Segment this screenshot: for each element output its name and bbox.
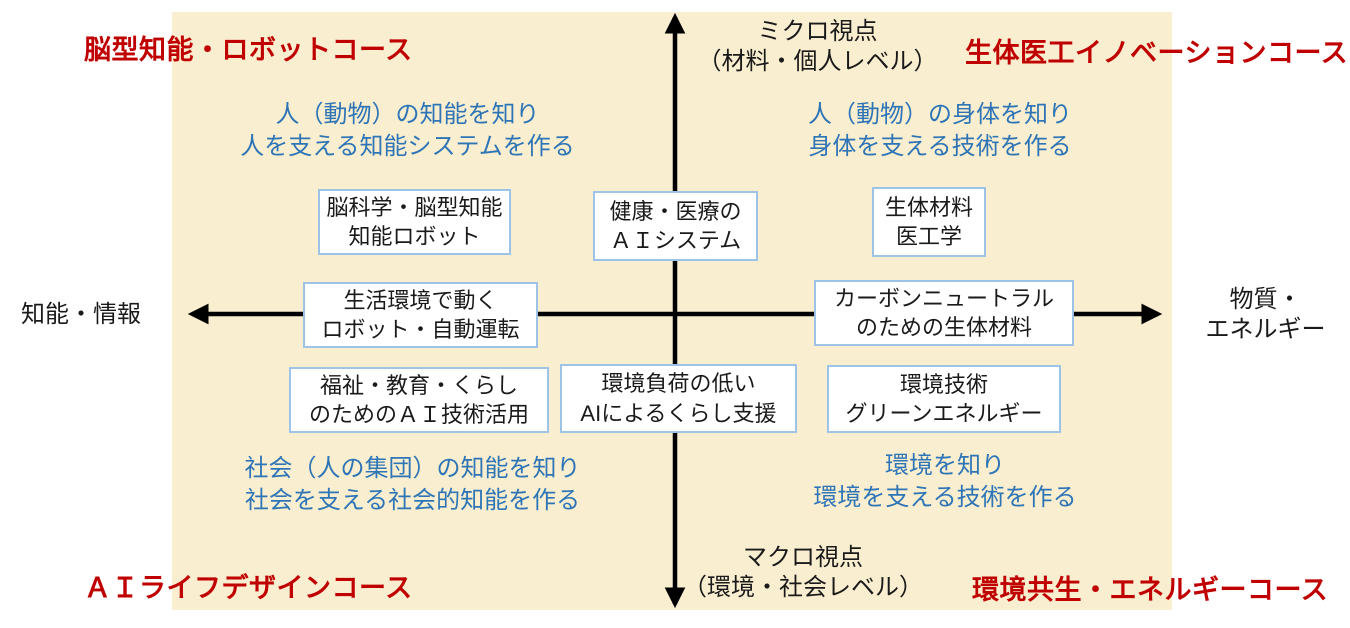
topic-box-health-ai-line2: ＡＩシステム <box>609 228 742 253</box>
topic-box-biomaterial-line2: 医工学 <box>895 224 962 249</box>
goal-bottom-right-line1: 環境を知り <box>885 452 1005 479</box>
goal-top-right-line2: 身体を支える技術を作る <box>808 132 1072 160</box>
axis-label-matter-energy: 物質・ エネルギー <box>1188 285 1343 345</box>
goal-top-left-line2: 人を支える知能システムを作る <box>240 132 575 160</box>
topic-box-health-ai-line1: 健康・医療の <box>609 198 742 224</box>
course-label-bottom-left: ＡＩライフデザインコース <box>84 573 413 603</box>
topic-box-welfare-ai-line1: 福祉・教育・くらし <box>319 372 518 398</box>
topic-box-carbon-neutral: カーボンニュートラル のための生体材料 <box>814 280 1074 346</box>
goal-bottom-left-line1: 社会（人の集団）の知能を知り <box>244 455 581 482</box>
axis-label-matter-energy-line1: 物質・ <box>1229 286 1302 313</box>
goal-top-right-line1: 人（動物）の身体を知り <box>808 101 1072 128</box>
course-label-top-left: 脳型知能・ロボットコース <box>84 35 413 65</box>
topic-box-biomaterial-line1: 生体材料 <box>884 194 973 220</box>
goal-top-left: 人（動物）の知能を知り 人を支える知能システムを作る <box>210 99 605 163</box>
topic-box-low-impact-ai-line1: 環境負荷の低い <box>601 371 756 397</box>
axis-label-intelligence: 知能・情報 <box>6 300 156 330</box>
goal-bottom-right-line2: 環境を支える技術を作る <box>813 483 1077 511</box>
topic-box-brain-robot-line2: 知能ロボット <box>348 224 481 249</box>
topic-box-living-robot-line1: 生活環境で動く <box>343 287 498 313</box>
axis-label-micro: ミクロ視点 （材料・個人レベル） <box>690 17 945 77</box>
axis-label-macro-line1: マクロ視点 <box>743 544 863 571</box>
axis-label-micro-line1: ミクロ視点 <box>757 18 878 45</box>
goal-top-left-line1: 人（動物）の知能を知り <box>275 101 540 128</box>
axis-label-macro-line2: （環境・社会レベル） <box>683 574 923 601</box>
topic-box-welfare-ai: 福祉・教育・くらし のためのＡＩ技術活用 <box>289 367 549 433</box>
axis-label-intelligence-line1: 知能・情報 <box>21 301 141 328</box>
goal-bottom-left: 社会（人の集団）の知能を知り 社会を支える社会的知能を作る <box>205 453 620 517</box>
axis-label-matter-energy-line2: エネルギー <box>1205 316 1326 343</box>
axis-label-micro-line2: （材料・個人レベル） <box>697 48 938 75</box>
topic-box-carbon-neutral-line1: カーボンニュートラル <box>833 285 1054 311</box>
goal-top-right: 人（動物）の身体を知り 身体を支える技術を作る <box>745 99 1135 163</box>
goal-bottom-left-line2: 社会を支える社会的知能を作る <box>244 486 581 514</box>
topic-box-living-robot-line2: ロボット・自動運転 <box>321 317 520 342</box>
topic-box-low-impact-ai-line2: AIによるくらし支援 <box>580 400 777 426</box>
course-label-bottom-right: 環境共生・エネルギーコース <box>972 575 1329 605</box>
topic-box-biomaterial: 生体材料 医工学 <box>872 187 986 257</box>
topic-box-health-ai: 健康・医療の ＡＩシステム <box>593 191 758 261</box>
topic-box-green-energy-line1: 環境技術 <box>899 371 988 397</box>
topic-box-green-energy-line2: グリーンエネルギー <box>845 401 1043 426</box>
topic-box-brain-robot: 脳科学・脳型知能 知能ロボット <box>318 189 511 255</box>
topic-box-low-impact-ai: 環境負荷の低い AIによるくらし支援 <box>560 364 797 433</box>
topic-box-carbon-neutral-line2: のための生体材料 <box>855 315 1032 340</box>
goal-bottom-right: 環境を知り 環境を支える技術を作る <box>750 450 1140 514</box>
topic-box-green-energy: 環境技術 グリーンエネルギー <box>827 365 1061 433</box>
course-label-top-right: 生体医工イノベーションコース <box>965 38 1349 68</box>
topic-box-living-robot: 生活環境で動く ロボット・自動運転 <box>303 282 538 348</box>
topic-box-welfare-ai-line2: のためのＡＩ技術活用 <box>308 402 529 427</box>
axis-label-macro: マクロ視点 （環境・社会レベル） <box>678 543 928 603</box>
topic-box-brain-robot-line1: 脳科学・脳型知能 <box>326 194 503 220</box>
